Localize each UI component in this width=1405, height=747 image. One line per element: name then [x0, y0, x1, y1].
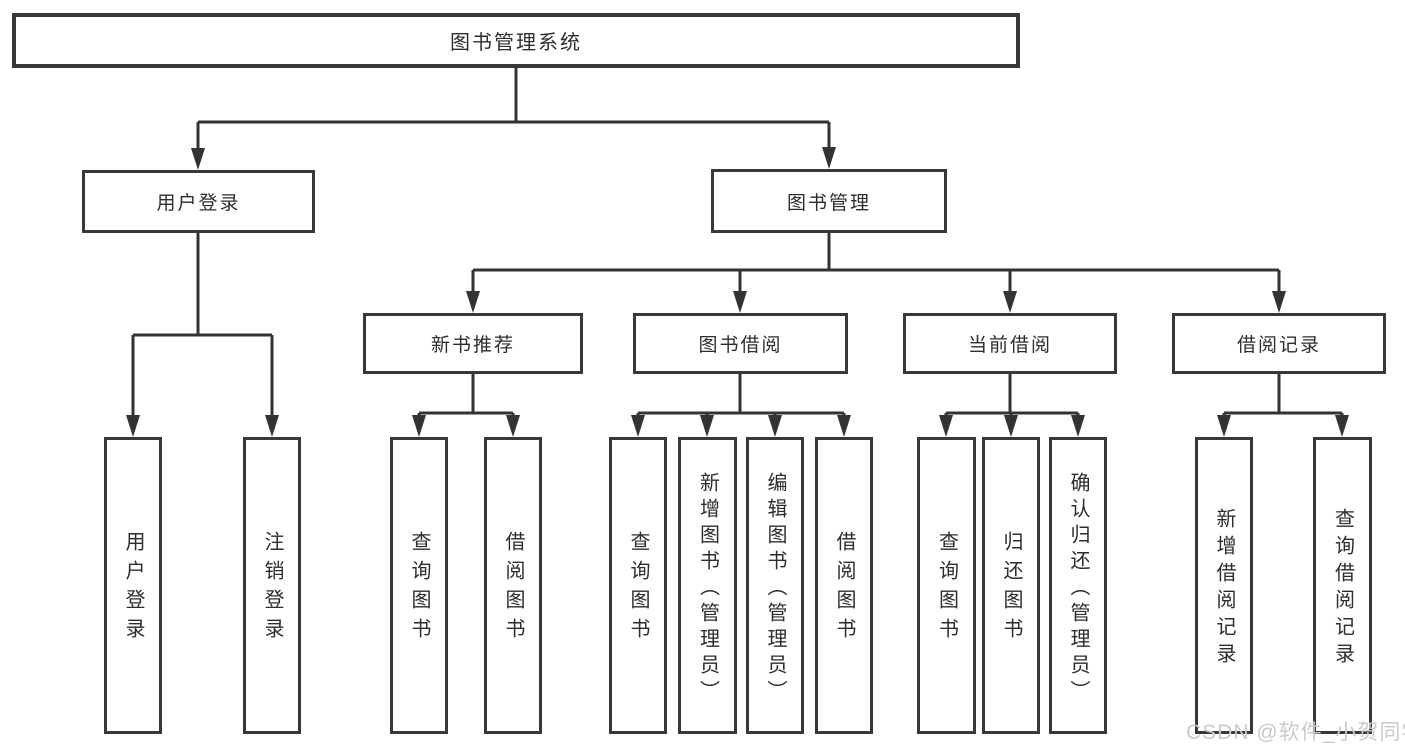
- leaf-borrow-book: 借阅图书: [815, 437, 873, 734]
- leaf-recommend-borrow-book: 借阅图书: [484, 437, 542, 734]
- csdn-watermark: CSDN @软件_小贺同学: [1186, 721, 1405, 744]
- leaf-recommend-query-book: 查询图书: [390, 437, 448, 734]
- leaf-user-login: 用户登录: [104, 437, 162, 734]
- leaf-return-book: 归还图书: [982, 437, 1040, 734]
- leaf-add-book-admin: 新增图书（管理员）: [678, 437, 737, 734]
- node-book-borrow: 图书借阅: [633, 313, 848, 374]
- node-current-borrow: 当前借阅: [903, 313, 1117, 374]
- leaf-add-borrow-record: 新增借阅记录: [1195, 437, 1253, 734]
- leaf-current-query-book: 查询图书: [917, 437, 976, 734]
- node-book-management: 图书管理: [711, 169, 947, 233]
- leaf-borrow-query-book: 查询图书: [609, 437, 667, 734]
- node-user-login: 用户登录: [82, 170, 315, 233]
- node-library-management-system: 图书管理系统: [12, 13, 1020, 68]
- leaf-query-borrow-record: 查询借阅记录: [1313, 437, 1372, 734]
- leaf-logout: 注销登录: [243, 437, 301, 734]
- node-borrow-record: 借阅记录: [1172, 313, 1386, 374]
- leaf-edit-book-admin: 编辑图书（管理员）: [746, 437, 804, 734]
- leaf-confirm-return-admin: 确认归还（管理员）: [1049, 437, 1107, 734]
- node-new-book-recommend: 新书推荐: [363, 313, 583, 374]
